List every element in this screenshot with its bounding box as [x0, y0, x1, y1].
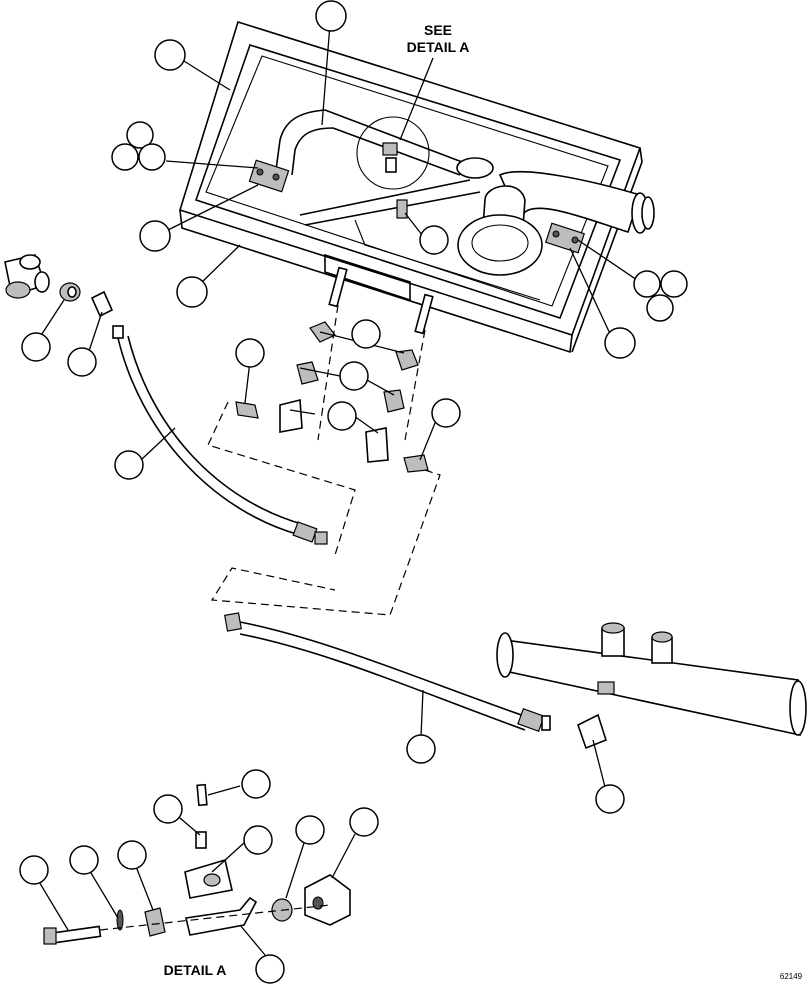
- callout-bubble: [117, 840, 147, 870]
- callout-bubble: [349, 807, 379, 837]
- hose-lower: [224, 612, 551, 733]
- callout-bubble: [114, 450, 144, 480]
- elbow-fitting: [90, 290, 114, 318]
- callout-bubble: [69, 845, 99, 875]
- callout-bubble: [406, 734, 436, 764]
- elbow-lower: [577, 713, 607, 750]
- callout-bubble: [19, 855, 49, 885]
- callout-bubble: [153, 794, 183, 824]
- detail-a-title: DETAIL A: [163, 962, 227, 978]
- callout-bubble: [243, 825, 273, 855]
- detail-a-parts: [43, 783, 351, 945]
- callout-bubble: [139, 220, 171, 252]
- cross-fitting: [4, 254, 50, 299]
- callout-bubble: [646, 294, 674, 322]
- figure-number: 62149: [779, 972, 803, 981]
- callout-bubble: [235, 338, 265, 368]
- callout-bubble: [138, 143, 166, 171]
- callout-bubble: [21, 332, 51, 362]
- callout-bubble: [595, 784, 625, 814]
- callout-leaders: [37, 23, 641, 956]
- tank-assembly: [179, 20, 655, 354]
- callout-bubble: [351, 319, 381, 349]
- callout-bubble: [126, 121, 154, 149]
- callout-bubble: [339, 361, 369, 391]
- callout-bubble: [154, 39, 186, 71]
- callout-bubble: [111, 143, 139, 171]
- center-fittings: [235, 321, 429, 473]
- callout-bubble: [176, 276, 208, 308]
- callout-bubble: [633, 270, 661, 298]
- callout-bubble: [255, 954, 285, 984]
- manifold-pipe: [496, 622, 807, 736]
- callout-bubble: [431, 398, 461, 428]
- nut-fitting: [59, 282, 81, 302]
- callout-bubble: [241, 769, 271, 799]
- see-detail-label: SEE DETAIL A: [406, 22, 470, 55]
- hose-left: [112, 325, 328, 545]
- callout-bubbles: [19, 0, 688, 984]
- callout-bubble: [327, 401, 357, 431]
- callout-bubble: [660, 270, 688, 298]
- callout-bubble: [295, 815, 325, 845]
- callout-bubble: [315, 0, 347, 32]
- callout-bubble: [604, 327, 636, 359]
- callout-bubble: [419, 225, 449, 255]
- callout-bubble: [67, 347, 97, 377]
